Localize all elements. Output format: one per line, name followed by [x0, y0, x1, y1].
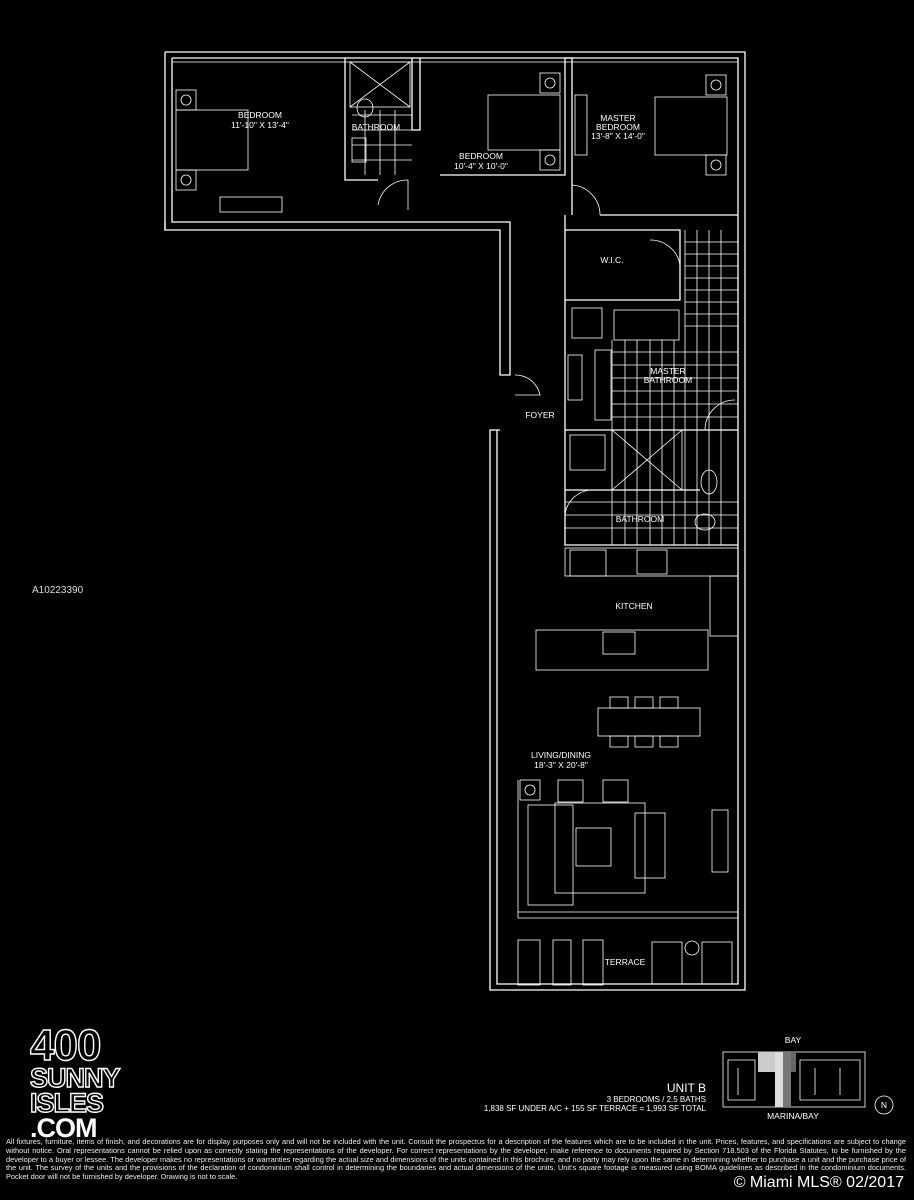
copyright: © Miami MLS® 02/2017 — [733, 1174, 904, 1191]
watermark-id: A10223390 — [32, 585, 84, 596]
logo-line-1: 400 — [29, 1021, 102, 1070]
keyplan-bottom-label: MARINA/BAY — [767, 1111, 819, 1121]
room-labels: BEDROOM 11'-10" X 13'-4" BATHROOM BEDROO… — [231, 110, 692, 967]
kitchen-fixtures — [535, 547, 739, 671]
mls-watermark: A10223390 — [6, 585, 83, 596]
logo-line-3: ISLES — [29, 1088, 104, 1119]
interior-walls — [175, 57, 739, 986]
living-dining-size: 18'-3" X 20'-8" — [534, 760, 588, 770]
terrace-furniture — [517, 939, 733, 986]
unit-title: UNIT B — [666, 1081, 706, 1095]
master-bedroom-label-1: MASTER — [600, 113, 635, 123]
master-bedroom-size: 13'-8" X 14'-0" — [591, 131, 645, 141]
north-label: N — [881, 1100, 887, 1110]
bedroom-2-label: BEDROOM — [238, 110, 282, 120]
beds — [175, 72, 728, 213]
logo-line-4: .COM — [30, 1113, 97, 1144]
living-furniture — [517, 779, 738, 919]
keyplan-top-label: BAY — [785, 1035, 802, 1045]
master-bathroom-label-1: MASTER — [650, 366, 685, 376]
kitchen-label: KITCHEN — [615, 601, 652, 611]
master-bedroom-label-2: BEDROOM — [596, 122, 640, 132]
unit-area: 1,838 SF UNDER A/C + 155 SF TERRACE = 1,… — [483, 1104, 706, 1113]
logo-line-2: SUNNY — [29, 1063, 121, 1094]
dining-table — [597, 696, 701, 748]
north-arrow-icon — [874, 1095, 894, 1115]
bedroom-3-size: 10'-4" X 10'-0" — [454, 161, 508, 171]
bathroom-1-label: BATHROOM — [352, 122, 400, 132]
unit-info: UNIT B 3 BEDROOMS / 2.5 BATHS 1,838 SF U… — [483, 1081, 706, 1114]
terrace-label: TERRACE — [605, 957, 646, 967]
bedroom-3-label: BEDROOM — [459, 151, 503, 161]
bedroom-2-size: 11'-10" X 13'-4" — [231, 120, 289, 130]
logo: 400 SUNNY ISLES .COM — [29, 1021, 121, 1144]
disclaimer: All fixtures, furniture, items of finish… — [6, 1137, 906, 1182]
wic-label: W.I.C. — [600, 255, 623, 265]
living-dining-label: LIVING/DINING — [531, 750, 591, 760]
bathroom-2-label: BATHROOM — [616, 514, 664, 524]
master-bathroom-label-2: BATHROOM — [644, 375, 692, 385]
exterior-walls — [164, 51, 746, 991]
key-plan: BAY MARINA/BAY N — [722, 1035, 894, 1121]
foyer-label: FOYER — [525, 410, 554, 420]
unit-rooms: 3 BEDROOMS / 2.5 BATHS — [606, 1095, 706, 1104]
tile-pattern — [352, 110, 738, 545]
